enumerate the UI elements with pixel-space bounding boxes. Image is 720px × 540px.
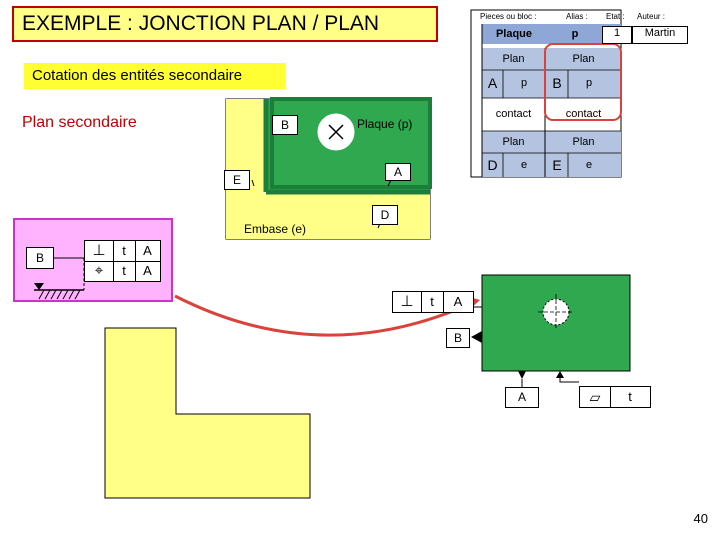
plate-feature-frame: ⊥ t A <box>392 291 474 313</box>
assembly-label-b: B <box>272 115 298 135</box>
plate-datum-a: A <box>505 387 539 408</box>
flatness-frame: ▱ t <box>579 386 651 408</box>
table-alias-b: p <box>585 77 593 89</box>
table-header-row-bg <box>482 24 621 44</box>
table-piece-alias: p <box>571 28 579 40</box>
table-contact-2: contact <box>565 108 602 120</box>
table-plan-4: Plan <box>572 136 595 148</box>
flatness-symbol: ▱ <box>580 387 611 407</box>
table-alias-e: e <box>585 159 593 171</box>
datum-triangle-left <box>34 283 44 290</box>
left-feature-frame: ⊥ t A ⌖ t A <box>84 240 161 282</box>
left-tol-1: t <box>113 241 136 262</box>
assembly-label-a: A <box>385 163 411 181</box>
left-ref-1: A <box>135 241 160 262</box>
l-part <box>104 327 311 499</box>
left-ref-2: A <box>143 263 152 278</box>
left-tol-2: t <box>113 261 136 281</box>
table-body-bottom-bg <box>482 131 621 177</box>
table-piece-etat: 1 <box>602 26 632 44</box>
table-contact-1: contact <box>495 108 532 120</box>
plate-perpendicularity-symbol: ⊥ <box>393 292 422 312</box>
table-plan-1: Plan <box>502 53 525 65</box>
flatness-tol: t <box>628 389 632 404</box>
table-letter-b: B <box>552 75 562 91</box>
transfer-arrow <box>174 294 471 337</box>
plan-secondaire-label: Plan secondaire <box>22 114 137 131</box>
plate-datum-b: B <box>446 328 470 348</box>
table-piece-name: Plaque <box>495 28 533 40</box>
table-body-top-bg <box>482 48 621 98</box>
assembly-label-e: E <box>224 170 250 190</box>
table-alias-d: e <box>520 159 528 171</box>
assembly-label-plaque: Plaque (p) <box>357 117 413 131</box>
table-letter-e: E <box>552 157 562 173</box>
slide-title: EXEMPLE : JONCTION PLAN / PLAN <box>12 6 438 42</box>
table-plan-3: Plan <box>502 136 525 148</box>
table-letter-d: D <box>487 157 498 173</box>
assembly-label-d: D <box>372 205 398 225</box>
plate-tol-1: t <box>421 292 444 312</box>
table-header-etat: Etat : <box>606 12 625 21</box>
section-subtitle: Cotation des entités secondaire <box>24 63 286 89</box>
table-letter-a: A <box>487 75 498 91</box>
left-datum-b: B <box>26 247 54 269</box>
assembly-label-embase: Embase (e) <box>244 222 307 236</box>
plate-ref-1: A <box>453 294 463 309</box>
perpendicularity-symbol: ⊥ <box>85 241 114 262</box>
position-symbol: ⌖ <box>85 261 114 281</box>
table-piece-auteur: Martin <box>632 26 688 44</box>
table-header-pieces: Pieces ou bloc : <box>480 12 537 21</box>
table-alias-a: p <box>520 77 528 89</box>
ground-hatch <box>38 289 81 300</box>
page-number: 40 <box>693 511 708 526</box>
table-header-alias: Alias : <box>566 12 588 21</box>
table-header-auteur: Auteur : <box>637 12 666 21</box>
table-highlight <box>544 43 622 121</box>
table-plan-2: Plan <box>572 53 595 65</box>
